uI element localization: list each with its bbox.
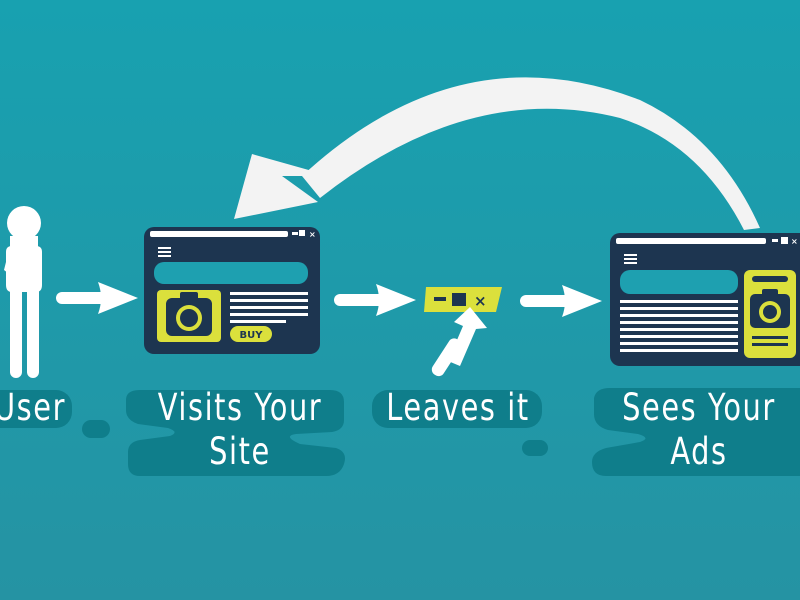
label-pad-visits bbox=[126, 390, 345, 476]
label-visits-line2: Site bbox=[209, 430, 271, 473]
window-close-button-icon: × bbox=[424, 287, 502, 312]
label-pad-sees bbox=[592, 388, 800, 476]
label-pad-leaves bbox=[372, 390, 542, 428]
label-sees-your-ads: Sees Your Ads bbox=[620, 386, 778, 474]
svg-text:×: × bbox=[791, 237, 798, 246]
label-pads bbox=[0, 388, 800, 476]
flow-arrow-1 bbox=[56, 282, 138, 314]
flow-arrow-2 bbox=[334, 284, 416, 316]
browser-window-icon: × BUY bbox=[144, 227, 320, 354]
label-pad-dot-2 bbox=[522, 440, 548, 456]
flow-arrow-3 bbox=[520, 285, 602, 317]
svg-text:×: × bbox=[474, 292, 487, 310]
cursor-arrow-icon bbox=[431, 307, 487, 377]
label-sees-line2: Ads bbox=[670, 430, 728, 473]
label-pad-dot bbox=[82, 420, 110, 438]
label-user: User bbox=[0, 386, 85, 430]
label-visits-your-site: Visits Your Site bbox=[145, 386, 335, 474]
label-user-text: User bbox=[0, 386, 67, 429]
label-sees-line1: Sees Your bbox=[622, 386, 776, 429]
svg-text:×: × bbox=[309, 230, 316, 239]
user-figure-icon bbox=[4, 206, 42, 378]
ad-camera-icon bbox=[750, 289, 790, 328]
camera-icon bbox=[166, 292, 212, 336]
label-leaves-it: Leaves it bbox=[382, 386, 535, 430]
label-leaves-text: Leaves it bbox=[386, 386, 530, 429]
buy-button-label: BUY bbox=[240, 330, 264, 341]
return-arrow-icon bbox=[234, 77, 760, 230]
ads-window-icon: × bbox=[610, 233, 800, 366]
label-pad-user bbox=[0, 390, 72, 428]
buy-button bbox=[230, 326, 272, 342]
label-visits-line1: Visits Your bbox=[157, 386, 323, 429]
